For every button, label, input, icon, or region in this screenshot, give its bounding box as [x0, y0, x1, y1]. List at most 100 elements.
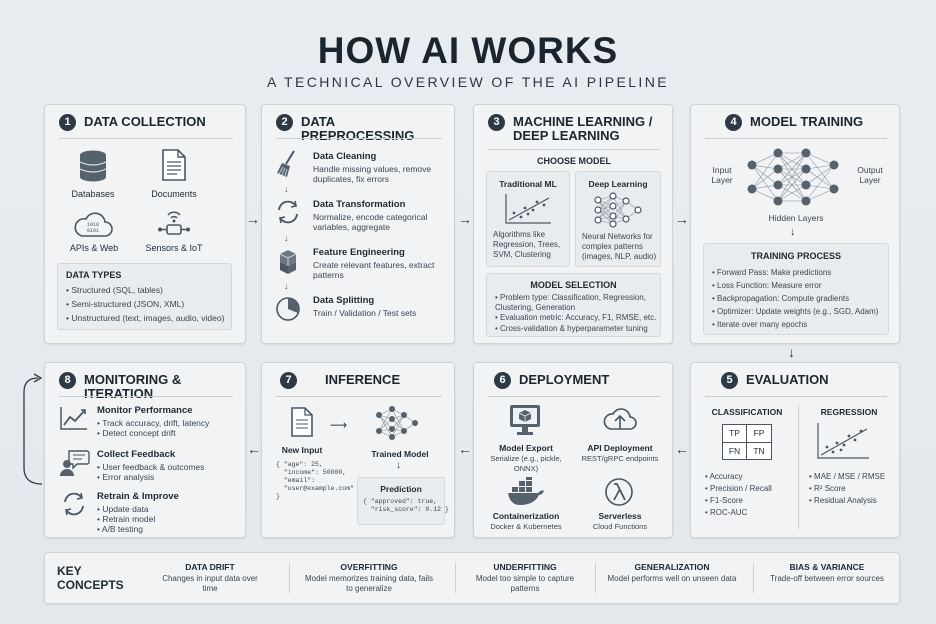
down-arrow-icon: ↓: [284, 281, 289, 291]
concept-title: BIAS & VARIANCE: [789, 562, 865, 572]
key-concept-item: OVERFITTING Model memorizes training dat…: [299, 553, 439, 603]
panel-monitoring: 8 MONITORING & ITERATION Monitor Perform…: [44, 362, 246, 538]
concept-title: GENERALIZATION: [634, 562, 710, 572]
model-selection-title: MODEL SELECTION: [530, 280, 617, 290]
deployment-item: API Deployment REST/gRPC endpoints: [574, 443, 666, 464]
monitor-item-line: • Error analysis: [97, 472, 155, 482]
key-concepts-bar: KEY CONCEPTS DATA DRIFT Changes in input…: [44, 552, 900, 604]
input-layer-label: Input Layer: [711, 165, 733, 185]
matrix-cell-tp: TP: [723, 425, 747, 443]
confusion-matrix: TP FP FN TN: [722, 424, 772, 460]
process-item: • Optimizer: Update weights (e.g., SGD, …: [712, 307, 879, 316]
process-item: • Backpropagation: Compute gradients: [712, 294, 850, 303]
monitor-item-title: Retrain & Improve: [97, 491, 179, 502]
prediction-title: Prediction: [380, 484, 422, 494]
down-arrow-icon: ↓: [284, 233, 289, 243]
deployment-item: Serverless Cloud Functions: [574, 511, 666, 532]
chart-trend-icon: [59, 405, 89, 431]
monitor-item-line: • Detect concept drift: [97, 428, 176, 438]
data-type-item: • Semi-structured (JSON, XML): [66, 299, 185, 309]
regression-metric: • R² Score: [809, 484, 846, 493]
prediction-json: { "approved": true, "risk_score": 0.12 }: [363, 498, 449, 513]
preprocess-step: Data Cleaning Handle missing values, rem…: [313, 151, 448, 184]
panel-title: MACHINE LEARNING /DEEP LEARNING: [513, 114, 653, 143]
selection-item: • Evaluation metric: Accuracy, F1, RMSE,…: [495, 313, 657, 322]
step-number: 5: [721, 372, 738, 389]
deployment-item-title: Model Export: [499, 443, 553, 453]
step-number: 6: [494, 372, 511, 389]
divider: [753, 563, 754, 593]
page-title: HOW AI WORKS: [317, 30, 619, 71]
cloud-upload-icon: [603, 405, 637, 433]
monitor-item-line: • User feedback & outcomes: [97, 462, 205, 472]
flow-arrow-5-6: ←: [675, 441, 689, 457]
step-number: 7: [280, 372, 297, 389]
deep-learning-title: Deep Learning: [588, 179, 648, 189]
svg-text:1010: 1010: [87, 222, 99, 228]
panel-title: DATA COLLECTION: [84, 114, 206, 129]
page-subtitle: A TECHNICAL OVERVIEW OF THE AI PIPELINE: [267, 74, 669, 90]
deployment-item-desc: Docker & Kubernetes: [490, 522, 562, 531]
classification-metric: • Precision / Recall: [705, 484, 772, 493]
key-concept-item: DATA DRIFT Changes in input data over ti…: [145, 553, 275, 603]
deployment-item: Containerization Docker & Kubernetes: [480, 511, 572, 532]
divider: [276, 138, 442, 139]
training-process-title: TRAINING PROCESS: [750, 251, 841, 261]
panel-title: DATA PREPROCESSING: [301, 114, 415, 143]
matrix-cell-fn: FN: [723, 443, 747, 460]
panel-header: 5 EVALUATION: [721, 372, 887, 389]
scatter-trend-icon: [503, 192, 553, 226]
deployment-item-desc: REST/gRPC endpoints: [581, 454, 659, 463]
input-document-icon: [290, 407, 314, 437]
panel-machine-learning: 3 MACHINE LEARNING /DEEP LEARNING CHOOSE…: [473, 104, 673, 344]
panel-header: 7 INFERENCE: [280, 372, 442, 389]
step-title: Feature Engineering: [313, 247, 405, 258]
model-selection-box: MODEL SELECTION • Problem type: Classifi…: [486, 273, 661, 337]
panel-header: 6 DEPLOYMENT: [494, 372, 660, 389]
deployment-item-desc: Cloud Functions: [592, 522, 648, 531]
source-label-databases: Databases: [71, 189, 115, 199]
divider: [595, 563, 596, 593]
flow-arrow-3-4: →: [675, 211, 689, 227]
document-icon: [161, 149, 187, 181]
concept-desc: Changes in input data over time: [162, 574, 258, 593]
panel-header: 3 MACHINE LEARNING /DEEP LEARNING: [488, 114, 660, 143]
step-number: 1: [59, 114, 76, 131]
divider: [488, 149, 660, 150]
classification-metric: • F1-Score: [705, 496, 743, 505]
panel-inference: 7 INFERENCE ⟶ New Input Trained Model { …: [261, 362, 455, 538]
step-title: Data Splitting: [313, 295, 375, 306]
monitor-item-line: • Track accuracy, drift, latency: [97, 418, 210, 428]
panel-model-training: 4 MODEL TRAINING Input Layer Output Laye…: [690, 104, 900, 344]
monitor-item: Monitor Performance • Track accuracy, dr…: [97, 405, 241, 438]
retrain-cycle-icon: [61, 491, 87, 517]
step-number: 4: [725, 114, 742, 131]
step-number: 2: [276, 114, 293, 131]
pie-split-icon: [275, 296, 301, 322]
divider: [798, 405, 799, 529]
data-type-item: • Structured (SQL, tables): [66, 285, 163, 295]
prediction-box: Prediction { "approved": true, "risk_sco…: [357, 477, 449, 525]
step-desc: Train / Validation / Test sets: [313, 308, 417, 318]
feedback-loop-arrow: [20, 370, 46, 488]
key-concept-item: GENERALIZATION Model performs well on un…: [597, 553, 747, 603]
concept-desc: Model memorizes training data, fails to …: [304, 574, 434, 593]
panel-header: 1 DATA COLLECTION: [59, 114, 233, 131]
classification-metric: • ROC-AUC: [705, 508, 748, 517]
key-concepts-label: KEY CONCEPTS: [57, 564, 124, 592]
divider: [488, 396, 660, 397]
selection-item: • Cross-validation & hyperparameter tuni…: [495, 324, 648, 333]
concept-desc: Trade-off between error sources: [770, 574, 884, 583]
monitor-item: Collect Feedback • User feedback & outco…: [97, 449, 241, 482]
new-input-label: New Input: [281, 445, 323, 455]
neural-network-diagram-icon: [746, 145, 842, 211]
step-number: 8: [59, 372, 76, 389]
concept-desc: Model performs well on unseen data: [607, 574, 737, 583]
traditional-ml-title: Traditional ML: [499, 179, 557, 189]
step-title: Data Cleaning: [313, 151, 377, 162]
step-desc: Create relevant features, extract patter…: [313, 260, 435, 280]
key-concept-item: UNDERFITTING Model too simple to capture…: [465, 553, 585, 603]
process-item: • Forward Pass: Make predictions: [712, 268, 832, 277]
concept-title: UNDERFITTING: [493, 562, 557, 572]
